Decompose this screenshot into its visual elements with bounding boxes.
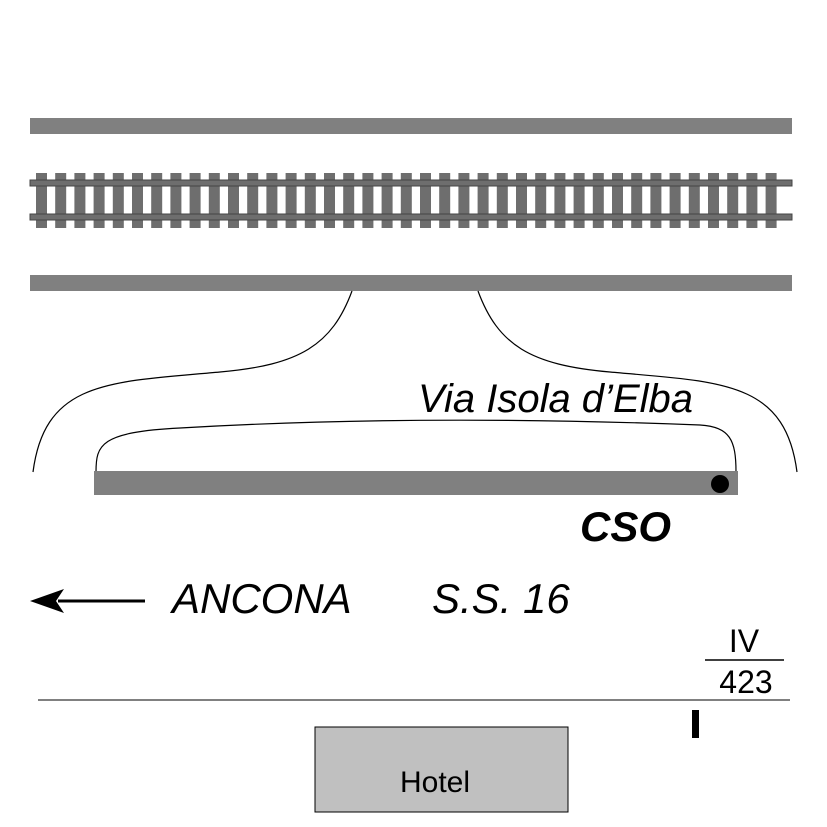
rail-sleeper [516,173,527,228]
rail-sleeper [496,173,508,228]
rail-sleeper [285,173,297,228]
rail-sleeper [592,173,604,228]
rail-sleeper [36,173,47,228]
outer-road-outline-right [477,290,798,473]
rail-sleeper [381,173,393,228]
rail-sleeper [208,173,220,228]
rail-sleeper [228,173,239,228]
railway-track-icon [29,173,793,228]
rail-sleeper [189,173,201,228]
rail-sleeper [554,173,566,228]
rail-sleeper [612,173,623,228]
rail-sleeper [650,173,662,228]
rail-sleeper [535,173,547,228]
rail-sleeper [669,173,681,228]
street-name-label: Via Isola d’Elba [418,377,693,421]
rail-sleeper [132,173,143,228]
rail-sleeper [170,173,182,228]
rail-sleeper [247,173,259,228]
rail-sleeper [55,173,67,228]
rail-sleeper [420,173,431,228]
upper-road-band [30,118,792,134]
rail-bottom [29,213,793,221]
black-dot-marker-icon [711,475,729,493]
left-arrow-icon [30,589,145,613]
rail-sleeper [746,173,758,228]
rail-sleeper [631,173,643,228]
rail-sleeper [477,173,489,228]
fraction-denominator: 423 [719,664,772,700]
rail-top [29,179,793,187]
rail-sleeper [266,173,278,228]
outer-road-outline [32,290,353,473]
road-label: S.S. 16 [432,575,570,622]
hotel-label: Hotel [400,766,470,799]
cso-label: CSO [580,503,671,550]
fraction-numerator: IV [729,623,760,659]
inner-road-outline [95,419,737,473]
rail-sleeper [765,173,777,228]
rail-sleeper [573,173,585,228]
rail-sleeper [343,173,355,228]
rail-sleeper [400,173,412,228]
rail-sleeper [151,173,163,228]
rail-sleeper [708,173,719,228]
rail-sleeper [362,173,374,228]
rail-sleeper [304,173,316,228]
vertical-bar-marker-icon [692,710,699,738]
rail-sleeper [324,173,335,228]
rail-sleeper [74,173,86,228]
rail-sleeper [112,173,124,228]
rail-sleeper [458,173,470,228]
rail-sleeper [688,173,700,228]
rail-sleeper [439,173,451,228]
cso-bar [94,471,738,495]
lower-road-band [30,275,792,291]
rail-sleeper [93,173,105,228]
direction-label: ANCONA [169,575,352,622]
hotel-building [314,726,569,813]
rail-sleeper [727,173,739,228]
